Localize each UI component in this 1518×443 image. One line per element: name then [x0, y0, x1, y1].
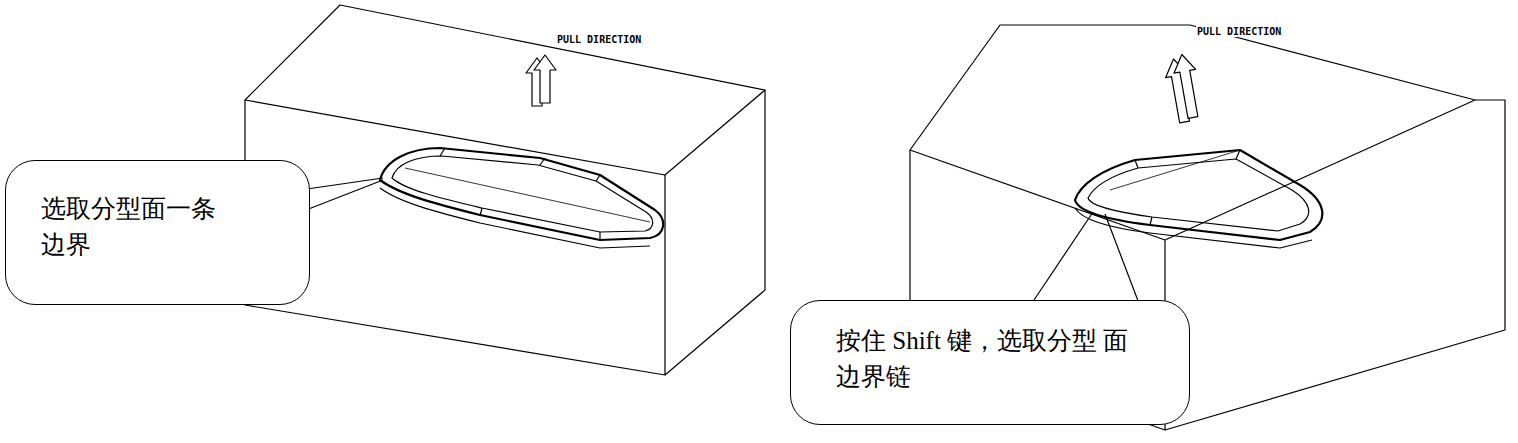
callout-pointer	[300, 178, 383, 210]
callout-bubble: 选取分型面一条 边界	[5, 160, 310, 305]
callout-pointer	[1030, 212, 1140, 306]
mold-block	[910, 25, 1475, 240]
callout-bubble: 按住 Shift 键，选取分型 面边界链	[790, 300, 1190, 425]
pull-arrow	[534, 55, 556, 103]
mold-block	[245, 5, 765, 175]
parting-line	[1110, 150, 1240, 190]
callout-text: 按住 Shift 键，选取分型 面边界链	[836, 323, 1146, 396]
part-outline	[392, 156, 653, 232]
direction-label: PULL DIRECTION	[556, 34, 642, 45]
part-outline	[1135, 150, 1240, 225]
part-outline	[1088, 159, 1309, 231]
mold-block	[1165, 100, 1505, 430]
mold-block	[665, 90, 765, 375]
part-outline	[380, 148, 663, 240]
direction-label: PULL DIRECTION	[1196, 26, 1282, 37]
callout-text: 选取分型面一条 边界	[41, 191, 241, 264]
part-outline	[380, 188, 650, 248]
pull-arrow	[1171, 53, 1204, 120]
part-outline	[440, 148, 600, 240]
parting-line	[405, 168, 650, 222]
